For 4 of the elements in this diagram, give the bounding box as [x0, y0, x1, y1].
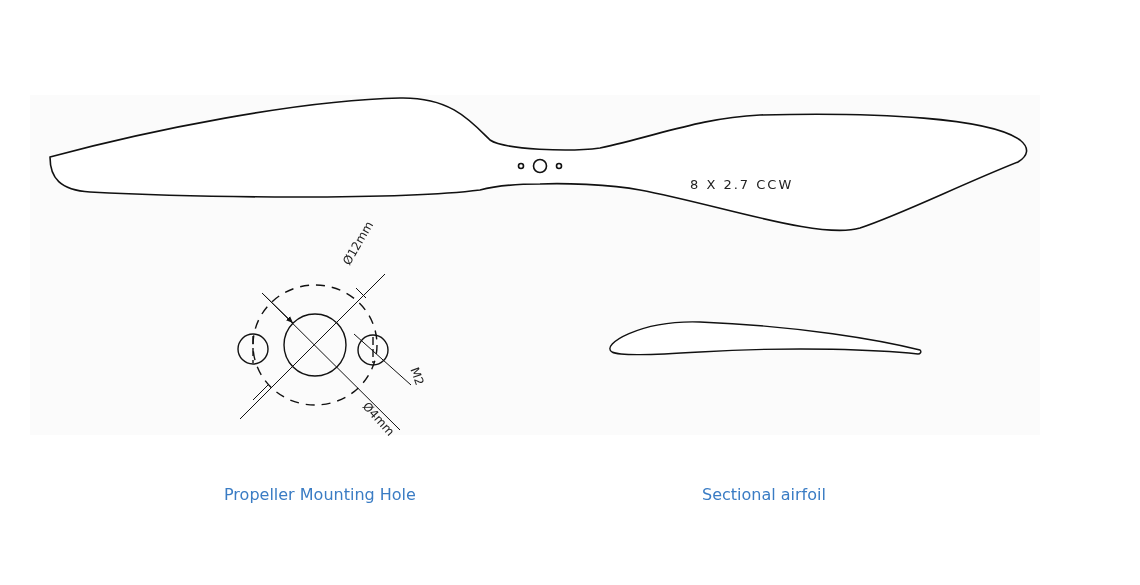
caption-text: Propeller Mounting Hole — [224, 487, 416, 503]
size-marking: 8 X 2.7 CCW — [690, 178, 794, 191]
dimension-label: M2 — [408, 365, 426, 387]
caption-text: Sectional airfoil — [702, 487, 826, 503]
